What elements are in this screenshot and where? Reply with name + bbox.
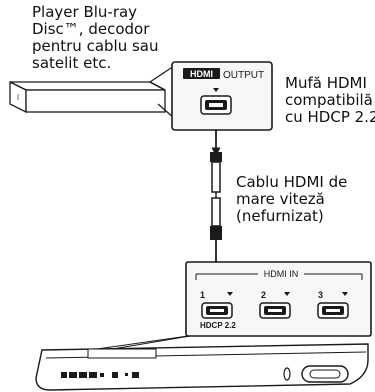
port-3-number: 3 <box>318 290 323 300</box>
hdmi-in-panel: HDMI IN 1 HDCP 2.2 2 3 <box>185 261 372 337</box>
cable-note-label: Cablu HDMI de mare viteză (nefurnizat) <box>236 174 347 225</box>
port-1-number: 1 <box>200 290 205 300</box>
output-label-text: OUTPUT <box>223 70 264 81</box>
player-label-line-2: Disc™, decodor <box>32 20 150 38</box>
hdmi-in-port-3: 3 <box>317 290 349 319</box>
port-2-number: 2 <box>261 290 266 300</box>
player-label-line-1: Player Blu-ray <box>32 3 138 21</box>
port-1-hdcp-label: HDCP 2.2 <box>200 321 236 330</box>
player-label: Player Blu-ray Disc™, decodor pentru cab… <box>32 4 159 72</box>
bluray-player-device <box>9 80 166 114</box>
cable-top-connector <box>210 130 222 193</box>
hdmi-in-port-1: 1 HDCP 2.2 <box>200 290 236 330</box>
zoom-guide-top <box>149 65 175 83</box>
hdmi-in-port-2: 2 <box>259 290 291 319</box>
player-label-line-3: pentru cablu sau <box>32 37 159 55</box>
tv-zoom-guide-left <box>89 335 189 351</box>
cable-note-line-3: (nefurnizat) <box>236 207 324 225</box>
port-note-line-2: compatibilă <box>285 91 373 109</box>
hdmi-logo-text: HDMI <box>190 69 213 79</box>
player-output-panel: HDMI OUTPUT <box>171 61 273 131</box>
player-label-line-4: satelit etc. <box>32 54 112 72</box>
cable-note-line-2: mare viteză <box>236 190 325 208</box>
port-note-label: Mufă HDMI compatibilă cu HDCP 2.2 <box>285 75 375 126</box>
tv-rear-panel <box>35 343 369 391</box>
cable-note-line-1: Cablu HDMI de <box>236 173 348 191</box>
hdmi-in-title: HDMI IN <box>264 269 299 279</box>
port-note-line-1: Mufă HDMI <box>285 74 367 92</box>
port-note-line-3: cu HDCP 2.2 <box>285 108 375 126</box>
